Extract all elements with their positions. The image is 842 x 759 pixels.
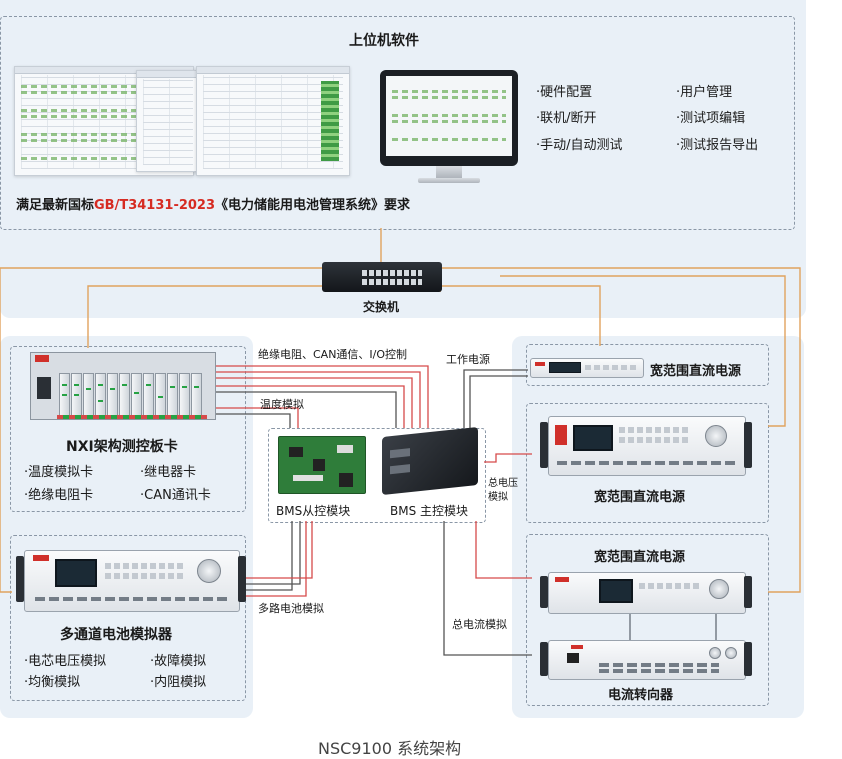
software-screenshot-3 bbox=[196, 66, 350, 176]
standard-prefix: 满足最新国标 bbox=[16, 198, 95, 213]
signal-total-voltage-line1: 总电压 bbox=[488, 478, 518, 489]
battery-sim-feature: ·故障模拟 bbox=[150, 654, 207, 669]
signal-multi-battery: 多路电池模拟 bbox=[258, 602, 324, 615]
power-large-box bbox=[526, 403, 769, 523]
nxi-rack bbox=[30, 352, 216, 420]
battery-sim-box bbox=[10, 535, 246, 701]
standard-code: GB/T34131-2023 bbox=[94, 198, 216, 213]
signal-insulation-can-io: 绝缘电阻、CAN通信、I/O控制 bbox=[258, 348, 408, 361]
feature-item: ·测试报告导出 bbox=[676, 138, 759, 153]
signal-working-power: 工作电源 bbox=[446, 353, 490, 366]
battery-simulator-handle-left bbox=[16, 556, 24, 602]
power-supply-small bbox=[530, 358, 644, 378]
standard-statement: 满足最新国标GB/T34131-2023《电力储能用电池管理系统》要求 bbox=[16, 194, 410, 213]
battery-sim-feature: ·内阻模拟 bbox=[150, 675, 207, 690]
power-small-label: 宽范围直流电源 bbox=[650, 364, 742, 379]
nxi-card: ·温度模拟卡 bbox=[24, 465, 94, 480]
diagram-caption: NSC9100 系统架构 bbox=[318, 739, 462, 758]
bms-master-box bbox=[382, 426, 478, 496]
monitor-base bbox=[418, 178, 480, 183]
signal-total-voltage-line2: 模拟 bbox=[488, 492, 508, 503]
feature-item: ·用户管理 bbox=[676, 85, 733, 100]
monitor bbox=[380, 70, 518, 166]
power-third-box bbox=[526, 534, 769, 706]
software-box bbox=[0, 16, 795, 230]
current-reverser-label: 电流转向器 bbox=[608, 688, 674, 703]
feature-item: ·测试项编辑 bbox=[676, 111, 746, 126]
current-reverser-handle-left bbox=[540, 642, 548, 676]
power-third-handle-right bbox=[744, 576, 752, 608]
power-small-box bbox=[526, 344, 769, 386]
software-screenshot-2 bbox=[136, 70, 200, 172]
power-large-label: 宽范围直流电源 bbox=[594, 490, 686, 505]
current-reverser-handle-right bbox=[744, 642, 752, 676]
current-reverser-device bbox=[548, 640, 746, 680]
bms-box bbox=[268, 428, 486, 523]
signal-temperature: 温度模拟 bbox=[260, 398, 304, 411]
bms-slave-label: BMS从控模块 bbox=[276, 504, 351, 518]
feature-item: ·硬件配置 bbox=[536, 85, 593, 100]
battery-sim-feature: ·电芯电压模拟 bbox=[24, 654, 107, 669]
bms-master-label: BMS 主控模块 bbox=[390, 504, 469, 518]
bms-slave-board bbox=[278, 436, 366, 494]
power-third-label: 宽范围直流电源 bbox=[594, 550, 686, 565]
standard-suffix: 《电力储能用电池管理系统》要求 bbox=[215, 198, 411, 213]
battery-sim-feature: ·均衡模拟 bbox=[24, 675, 81, 690]
nxi-card: ·继电器卡 bbox=[140, 465, 197, 480]
power-large-handle-left bbox=[540, 422, 548, 468]
feature-item: ·联机/断开 bbox=[536, 111, 597, 126]
power-large-handle-right bbox=[744, 422, 752, 468]
power-supply-large bbox=[548, 416, 746, 476]
feature-item: ·手动/自动测试 bbox=[536, 138, 623, 153]
software-title: 上位机软件 bbox=[349, 33, 419, 49]
signal-total-current: 总电流模拟 bbox=[452, 618, 507, 631]
nxi-card: ·CAN通讯卡 bbox=[140, 488, 211, 503]
nxi-card: ·绝缘电阻卡 bbox=[24, 488, 94, 503]
battery-sim-title: 多通道电池模拟器 bbox=[60, 627, 172, 643]
network-switch bbox=[322, 262, 442, 292]
monitor-stand bbox=[436, 166, 462, 178]
battery-simulator-handle-right bbox=[238, 556, 246, 602]
battery-simulator bbox=[24, 550, 240, 612]
nxi-title: NXI架构测控板卡 bbox=[66, 439, 178, 455]
nxi-box bbox=[10, 346, 246, 512]
power-third-handle-left bbox=[540, 576, 548, 608]
power-supply-third bbox=[548, 572, 746, 614]
switch-label: 交换机 bbox=[363, 300, 400, 314]
